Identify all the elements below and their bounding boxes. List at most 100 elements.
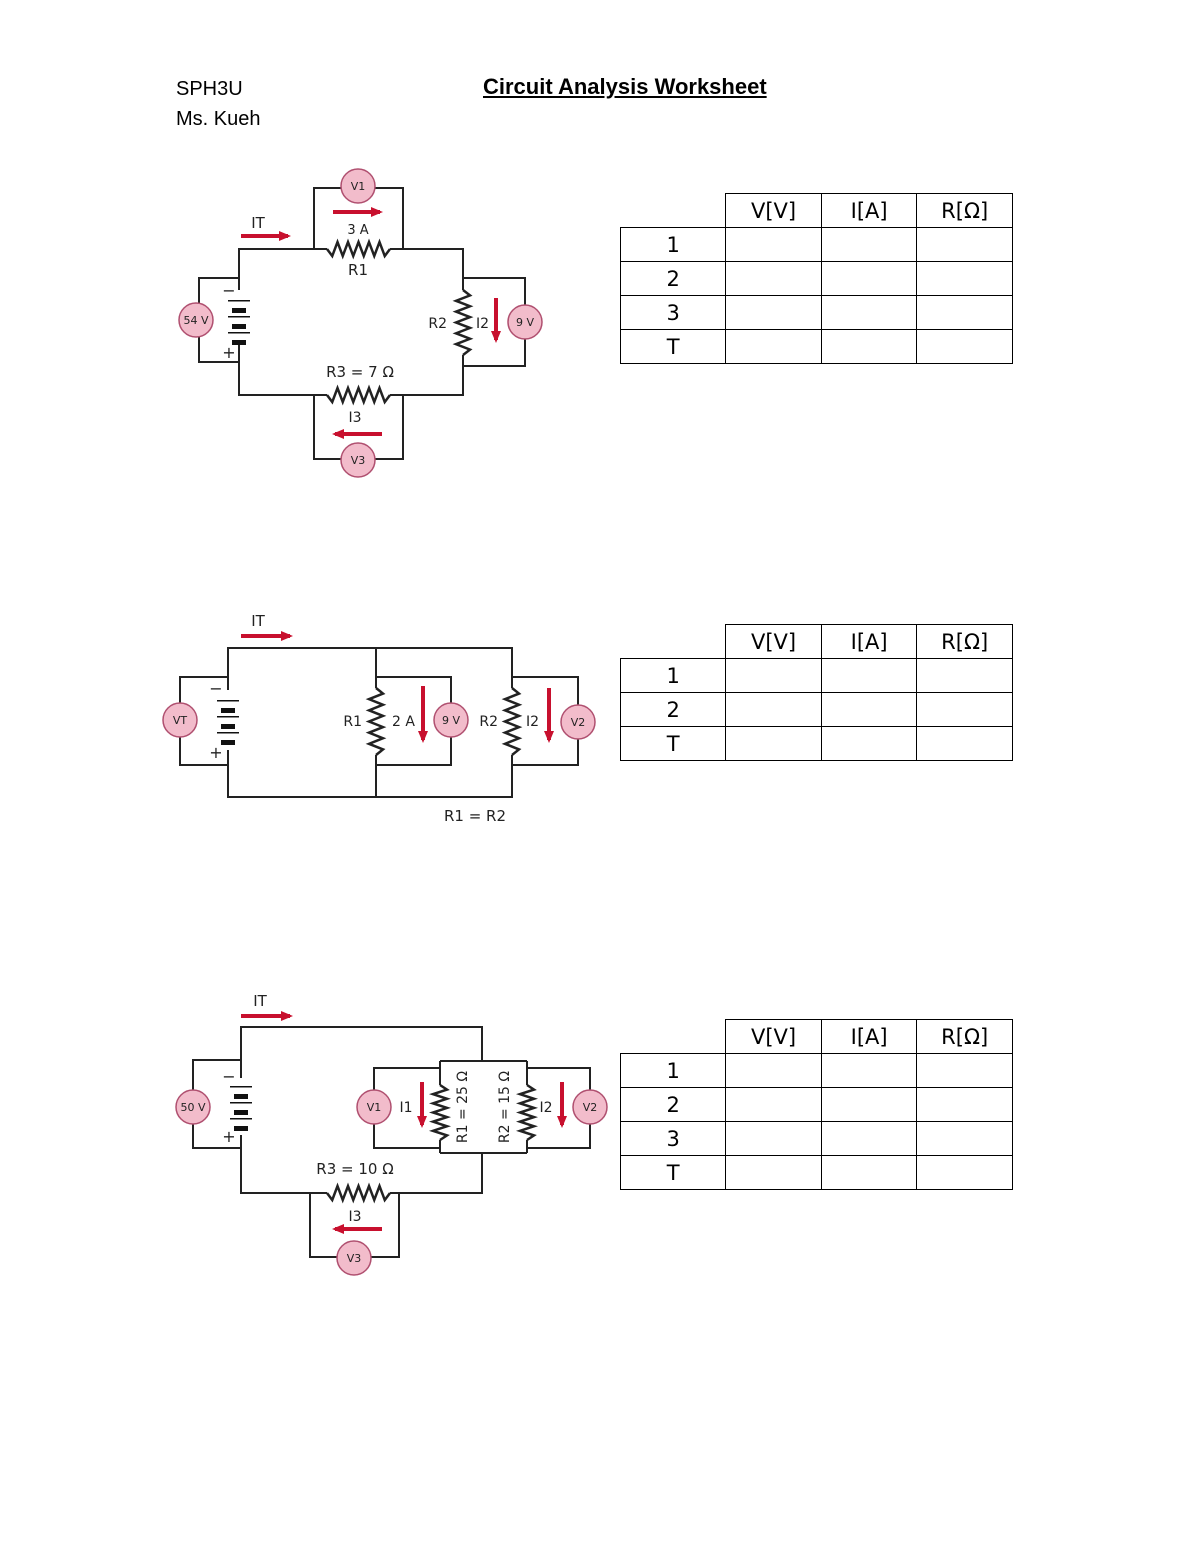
answer-cell[interactable]	[820, 1087, 918, 1122]
label-i3: I3	[348, 1209, 361, 1225]
answer-cell[interactable]	[725, 1155, 822, 1190]
voltmeter-v1-label: 9 V	[442, 714, 460, 727]
answer-cell[interactable]	[725, 1121, 822, 1156]
voltmeter-battery-label: 50 V	[180, 1101, 205, 1114]
answer-cell[interactable]	[820, 295, 918, 330]
teacher-name: Ms. Kueh	[176, 108, 261, 130]
answer-cell[interactable]	[820, 329, 918, 364]
answer-cell[interactable]	[916, 1121, 1013, 1156]
label-i3: I3	[348, 410, 361, 426]
battery-minus: −	[209, 679, 222, 698]
wire	[192, 1059, 241, 1090]
voltmeter-v2	[572, 1089, 608, 1125]
resistor-r1	[326, 238, 391, 260]
answer-cell[interactable]	[916, 261, 1013, 296]
label-r2: R2	[428, 316, 447, 332]
column-header: R[Ω]	[916, 1019, 1013, 1054]
answer-cell[interactable]	[725, 227, 822, 262]
answer-cell[interactable]	[916, 295, 1013, 330]
answer-cell[interactable]	[820, 692, 918, 727]
answer-cell[interactable]	[820, 658, 918, 693]
battery-plate	[234, 1094, 248, 1099]
course-code: SPH3U	[176, 78, 243, 100]
resistor-r1	[365, 687, 387, 756]
answer-cell[interactable]	[916, 1155, 1013, 1190]
current-arrow-i1-head	[418, 731, 428, 743]
row-label: T	[619, 726, 727, 761]
wire	[198, 277, 239, 303]
wire	[463, 277, 526, 305]
column-header	[620, 1019, 727, 1054]
answer-cell[interactable]	[820, 726, 918, 761]
table-row: 3	[619, 295, 1013, 330]
answer-cell[interactable]	[916, 1087, 1013, 1122]
voltmeter-v3-label: V3	[347, 1252, 362, 1265]
battery-plate	[234, 1110, 248, 1115]
wire	[179, 676, 228, 703]
voltmeter-v3-label: V3	[351, 454, 366, 467]
column-header	[620, 193, 727, 228]
current-arrow-it-head	[279, 231, 291, 241]
voltmeter-v1-label: V1	[351, 180, 366, 193]
voltmeter-v2-label: V2	[583, 1101, 598, 1114]
label-it: IT	[253, 992, 267, 1010]
answer-cell[interactable]	[725, 658, 822, 693]
current-arrow-i2-head	[544, 731, 554, 743]
wire	[371, 1193, 400, 1258]
answer-cell[interactable]	[725, 1087, 822, 1122]
answer-cell[interactable]	[725, 295, 822, 330]
battery-plus: +	[209, 743, 222, 762]
current-arrow-i3-head	[332, 1224, 344, 1234]
wire	[238, 248, 327, 290]
row-label: 3	[619, 1121, 727, 1156]
battery-plate	[230, 1118, 252, 1120]
answer-cell[interactable]	[820, 261, 918, 296]
current-arrow-i2-head	[491, 331, 501, 343]
answer-cell[interactable]	[916, 227, 1013, 262]
label-i2: I2	[476, 316, 489, 332]
row-label: 1	[619, 1053, 727, 1088]
answer-cell[interactable]	[916, 1053, 1013, 1088]
answer-cell[interactable]	[820, 1121, 918, 1156]
answer-cell[interactable]	[916, 726, 1013, 761]
wire	[373, 1124, 440, 1149]
wire	[376, 676, 452, 703]
label-i1: I1	[399, 1100, 412, 1116]
voltmeter-battery	[178, 302, 214, 338]
answer-cell[interactable]	[725, 692, 822, 727]
answer-cell[interactable]	[820, 1155, 918, 1190]
answer-cell[interactable]	[916, 329, 1013, 364]
wire	[227, 647, 513, 690]
voltmeter-v2-label: 9 V	[516, 316, 534, 329]
answer-cell[interactable]	[820, 227, 918, 262]
wire	[390, 248, 464, 290]
answer-cell[interactable]	[725, 329, 822, 364]
battery	[217, 700, 239, 745]
answer-cell[interactable]	[820, 1053, 918, 1088]
wire	[512, 739, 579, 766]
answer-cell[interactable]	[725, 1053, 822, 1088]
column-header: V[V]	[725, 1019, 822, 1054]
resistor-r3	[326, 1182, 391, 1204]
answer-cell[interactable]	[916, 658, 1013, 693]
voltmeter-v1	[340, 168, 376, 204]
answer-cell[interactable]	[725, 726, 822, 761]
voltmeter-vt-label: VT	[173, 714, 188, 727]
resistor-r2	[515, 1083, 539, 1142]
answer-cell[interactable]	[725, 261, 822, 296]
label-r1-equals-r2: R1 = R2	[444, 807, 506, 825]
battery-plate	[230, 1102, 252, 1104]
battery-plate	[221, 708, 235, 713]
column-header: I[A]	[820, 193, 918, 228]
label-i2: I2	[539, 1100, 552, 1116]
voltmeter-v2	[560, 704, 596, 740]
current-arrow-i3-head	[332, 429, 344, 439]
answer-cell[interactable]	[916, 692, 1013, 727]
label-r1: R1	[343, 714, 362, 730]
row-label: 1	[619, 658, 727, 693]
